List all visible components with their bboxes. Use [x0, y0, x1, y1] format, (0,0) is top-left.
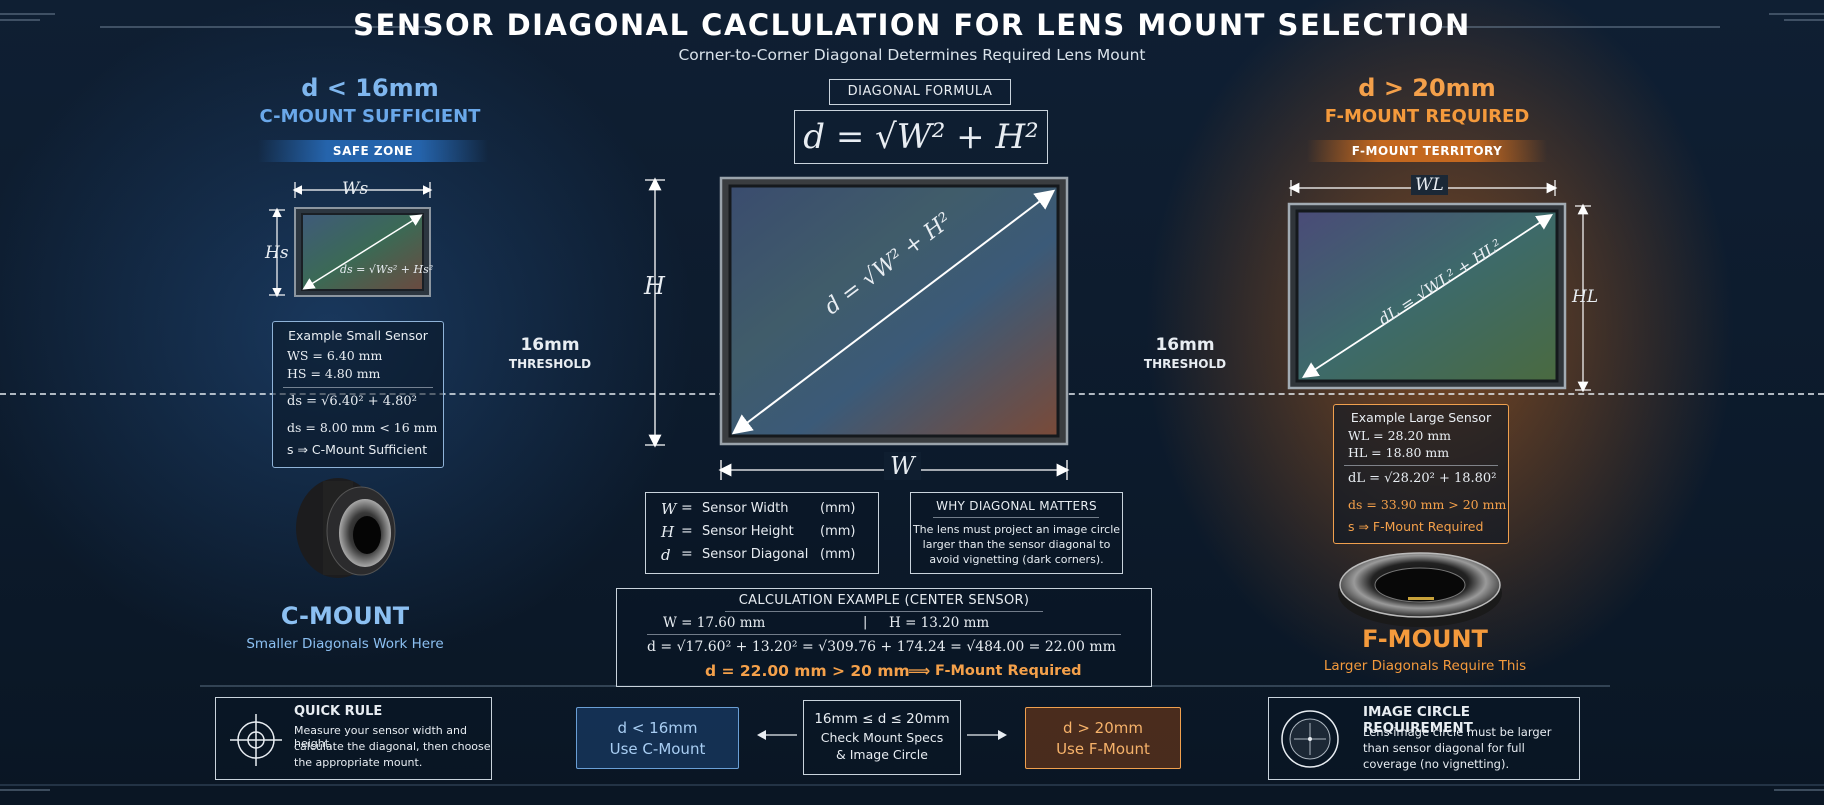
why-diagonal-box: WHY DIAGONAL MATTERS The lens must proje… — [910, 492, 1123, 574]
legend-unit: (mm) — [820, 501, 856, 516]
middle-option-text: & Image Circle — [836, 747, 928, 762]
image-circle-title: IMAGE CIRCLE REQUIREMENT — [1363, 704, 1473, 736]
quick-rule-text: Measure your sensor width and height, — [294, 724, 467, 750]
quick-rule-title: QUICK RULE — [294, 704, 383, 719]
page-title: SENSOR DIAGONAL CACLULATION FOR LENS MOU… — [353, 8, 1471, 42]
calc-steps: d = √17.60² + 13.20² = √309.76 + 174.24 … — [647, 639, 1116, 655]
image-circle-icon — [1281, 710, 1339, 768]
c-option-condition: d < 16mm — [617, 719, 698, 737]
small-example-result: ds = 8.00 mm < 16 mm — [287, 420, 438, 435]
why-text: larger than the sensor diagonal to — [922, 538, 1111, 551]
legend-eq: = — [681, 523, 693, 539]
large-sensor-example-box: Example Large Sensor WL = 28.20 mm HL = … — [1333, 404, 1509, 544]
quick-rule-text: calculate the diagonal, then choose — [294, 740, 491, 753]
small-sensor-diagram — [269, 182, 433, 298]
quick-rule-text: the appropriate mount. — [294, 756, 423, 769]
f-mount-option: d > 20mm Use F-Mount — [1025, 707, 1181, 769]
small-example-conclusion: s ⇒ C-Mount Sufficient — [287, 442, 428, 457]
legend-unit: (mm) — [820, 524, 856, 539]
f-mount-label: F-MOUNT — [1362, 625, 1488, 653]
calc-result: d = 22.00 mm > 20 mm — [705, 662, 910, 680]
small-example-formula: ds = √6.40² + 4.80² — [287, 394, 417, 409]
legend-desc: Sensor Height — [702, 524, 794, 539]
calc-separator: | — [863, 615, 868, 630]
f-mount-lens-icon — [1338, 552, 1502, 627]
calc-width: W = 17.60 mm — [663, 615, 766, 631]
small-example-title: Example Small Sensor — [288, 328, 428, 343]
calculation-example-box: CALCULATION EXAMPLE (CENTER SENSOR) W = … — [616, 588, 1152, 687]
small-height-label: Hs — [265, 243, 289, 263]
legend-symbol: H — [661, 523, 675, 541]
right-subheading: F-MOUNT REQUIRED — [1324, 106, 1530, 127]
small-width-label: Ws — [342, 179, 369, 199]
large-example-height: HL = 18.80 mm — [1348, 445, 1450, 460]
image-circle-text: Lens image circle must be larger — [1363, 725, 1552, 739]
threshold-left-label: THRESHOLD — [508, 357, 592, 371]
large-example-width: WL = 28.20 mm — [1348, 428, 1452, 443]
diagonal-formula: d = √W² + H² — [794, 110, 1048, 164]
f-option-condition: d > 20mm — [1063, 719, 1143, 737]
legend-desc: Sensor Width — [702, 501, 789, 516]
large-example-title: Example Large Sensor — [1350, 410, 1492, 425]
c-option-action: Use C-Mount — [609, 740, 706, 758]
calc-title: CALCULATION EXAMPLE (CENTER SENSOR) — [738, 593, 1030, 608]
page-subtitle: Corner-to-Corner Diagonal Determines Req… — [678, 46, 1146, 64]
left-heading: d < 16mm — [301, 74, 439, 102]
c-mount-label: C-MOUNT — [280, 602, 410, 630]
threshold-left-value: 16mm — [520, 335, 580, 355]
center-width-label: W — [884, 452, 921, 480]
right-heading: d > 20mm — [1358, 74, 1496, 102]
left-subheading: C-MOUNT SUFFICIENT — [259, 106, 481, 127]
calc-arrow: ⟹ — [908, 662, 931, 680]
legend-unit: (mm) — [820, 547, 856, 562]
large-sensor-diagram — [1287, 180, 1591, 393]
image-circle-box: IMAGE CIRCLE REQUIREMENT Lens image circ… — [1268, 697, 1580, 780]
middle-option-text: Check Mount Specs — [820, 730, 944, 745]
center-height-label: H — [644, 272, 665, 300]
legend-symbol: W — [661, 500, 677, 518]
large-width-label: WL — [1411, 175, 1448, 195]
threshold-right-value: 16mm — [1155, 335, 1215, 355]
f-option-action: Use F-Mount — [1056, 740, 1150, 758]
small-example-height: HS = 4.80 mm — [287, 366, 381, 381]
middle-option-condition: 16mm ≤ d ≤ 20mm — [814, 711, 950, 727]
large-height-label: HL — [1572, 287, 1599, 307]
arrow-left-icon — [757, 730, 797, 740]
small-diagonal-label: ds = √Ws² + Hs² — [340, 263, 434, 276]
calc-height: H = 13.20 mm — [889, 615, 990, 631]
middle-option: 16mm ≤ d ≤ 20mm Check Mount Specs & Imag… — [803, 700, 961, 775]
crosshair-icon — [230, 714, 282, 766]
f-mount-caption: Larger Diagonals Require This — [1323, 658, 1527, 674]
legend-eq: = — [681, 500, 693, 516]
image-circle-text: coverage (no vignetting). — [1363, 757, 1510, 771]
small-sensor-example-box: Example Small Sensor WS = 6.40 mm HS = 4… — [272, 321, 444, 468]
safe-zone-band: SAFE ZONE — [258, 140, 488, 162]
f-mount-zone-band: F-MOUNT TERRITORY — [1307, 140, 1547, 162]
quick-rule-box: QUICK RULE Measure your sensor width and… — [215, 697, 492, 780]
legend-desc: Sensor Diagonal — [702, 547, 809, 562]
formula-tag: DIAGONAL FORMULA — [829, 79, 1011, 105]
calc-conclusion: F-Mount Required — [935, 663, 1082, 679]
c-mount-caption: Smaller Diagonals Work Here — [246, 636, 444, 652]
why-text: avoid vignetting (dark corners). — [929, 553, 1104, 566]
c-mount-option: d < 16mm Use C-Mount — [576, 707, 739, 769]
small-example-width: WS = 6.40 mm — [287, 348, 383, 363]
arrow-right-icon — [967, 730, 1007, 740]
c-mount-lens-icon — [296, 478, 396, 578]
threshold-right-label: THRESHOLD — [1143, 357, 1227, 371]
large-example-formula: dL = √28.20² + 18.80² — [1348, 471, 1497, 486]
variable-legend: W = Sensor Width (mm) H = Sensor Height … — [645, 492, 879, 574]
large-example-conclusion: s ⇒ F-Mount Required — [1348, 519, 1484, 534]
large-example-result: ds = 33.90 mm > 20 mm — [1348, 497, 1507, 512]
legend-symbol: d — [661, 546, 671, 564]
why-title: WHY DIAGONAL MATTERS — [936, 499, 1097, 513]
legend-eq: = — [681, 546, 693, 562]
image-circle-text: than sensor diagonal for full — [1363, 741, 1525, 755]
why-text: The lens must project an image circle — [912, 523, 1121, 536]
center-sensor-diagram — [645, 176, 1070, 480]
